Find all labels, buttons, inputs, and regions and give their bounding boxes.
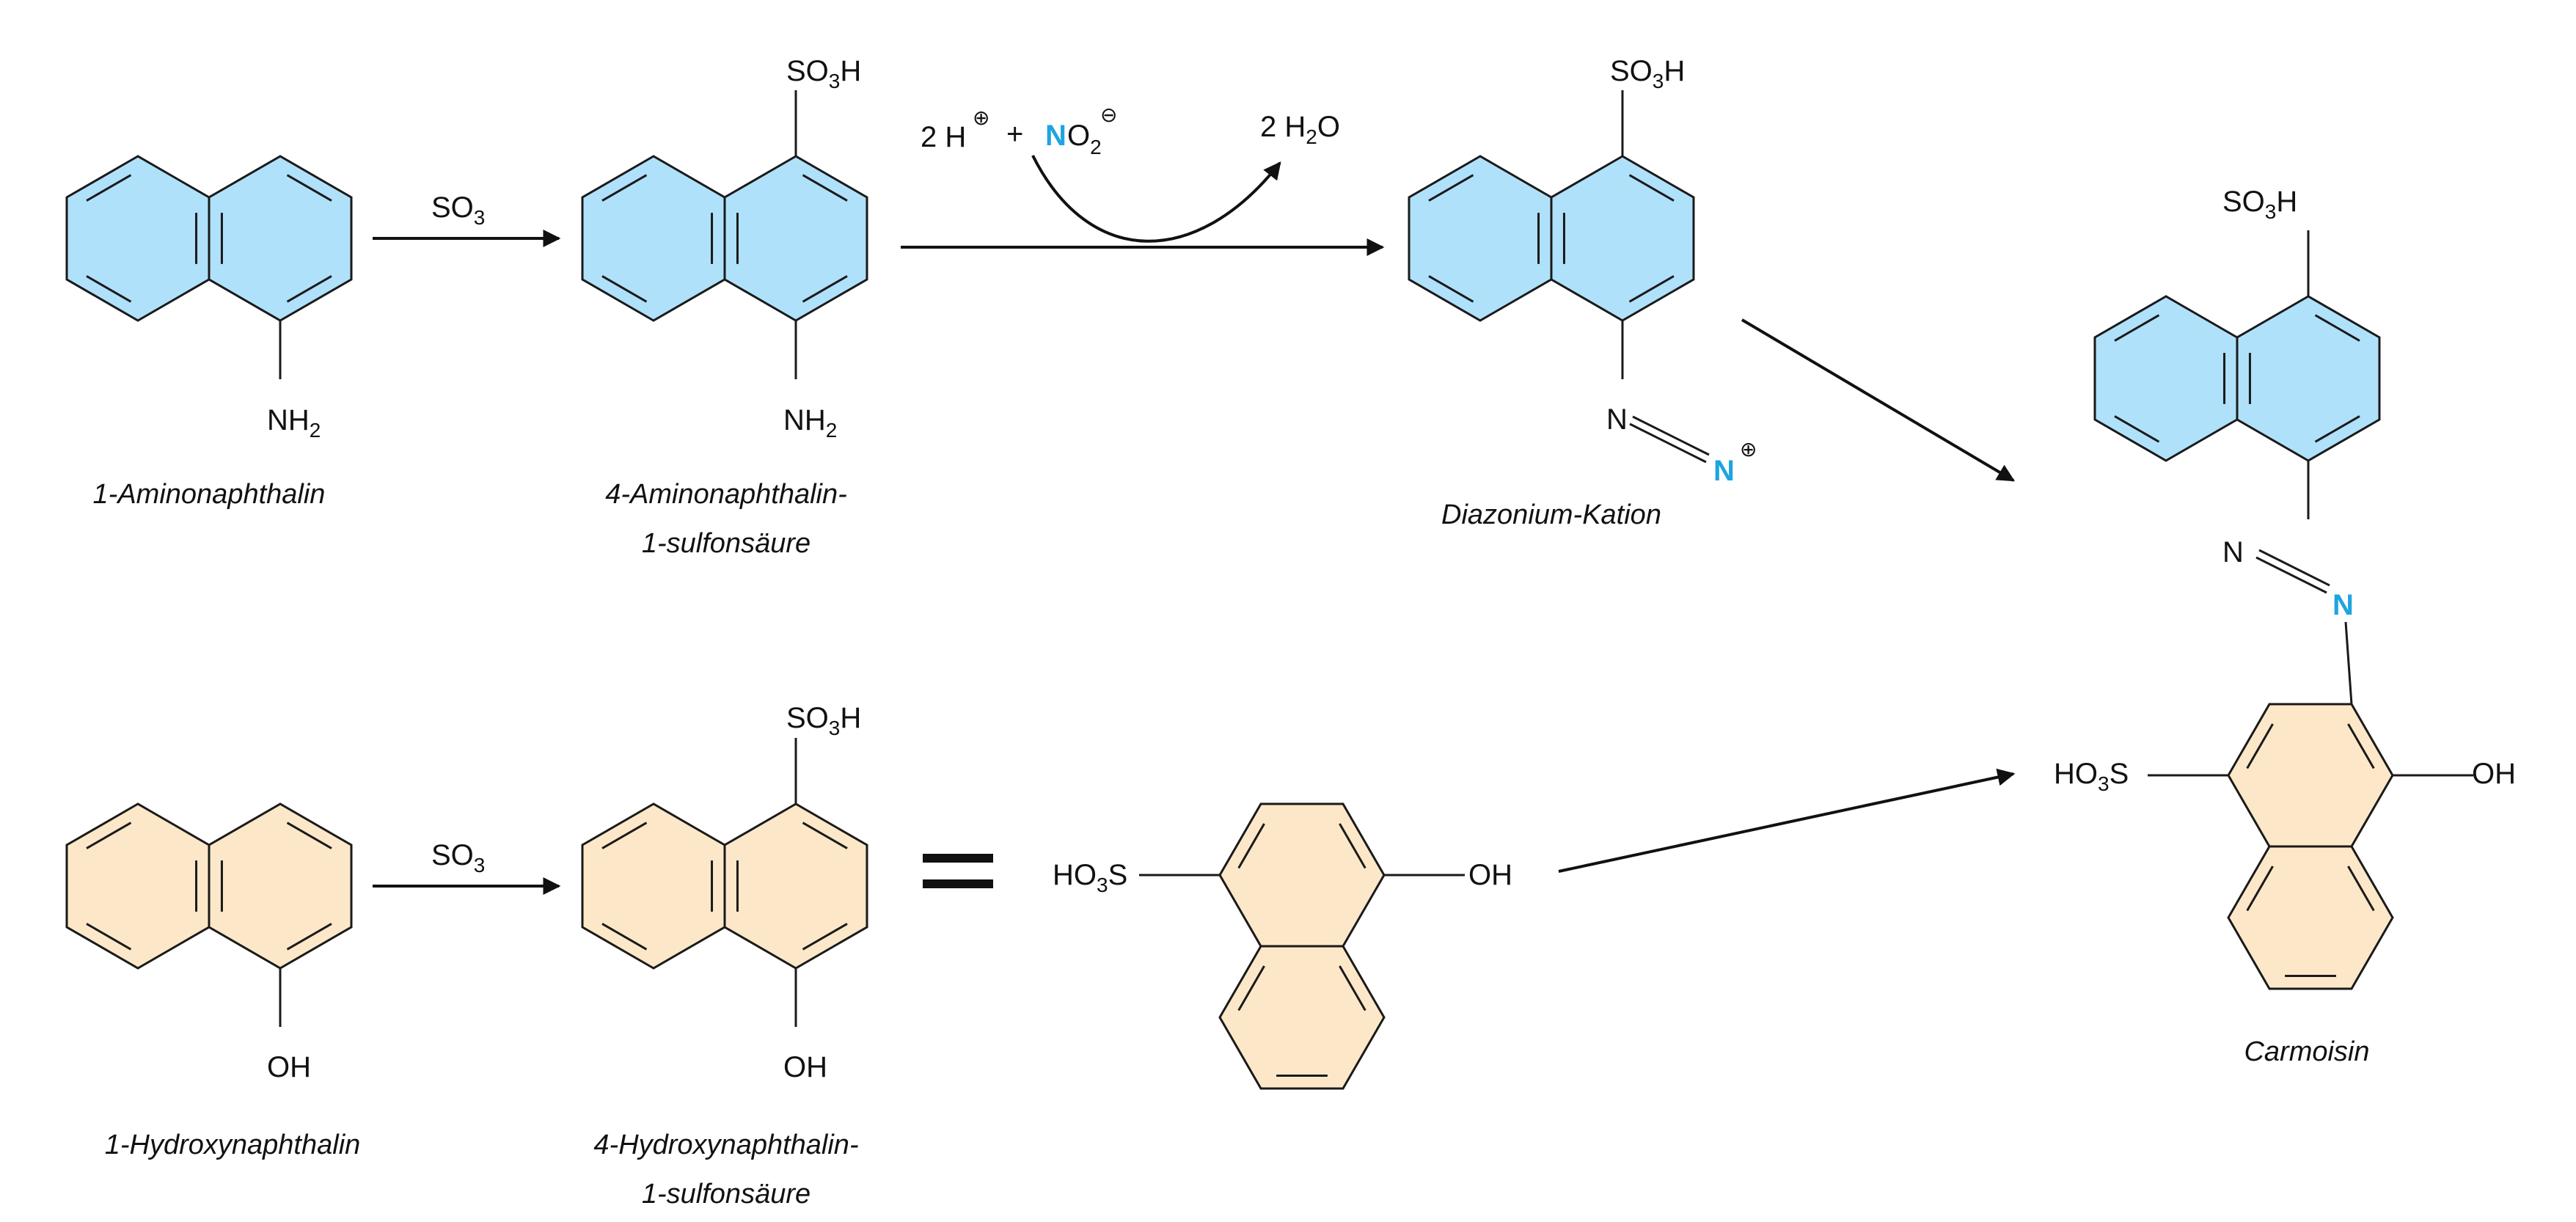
- so3h-label-diazonium: SO3H: [1610, 55, 1685, 92]
- name-aminosulfon-1: 4-Aminonaphthalin-: [605, 479, 847, 510]
- svg-text:O2: O2: [1067, 120, 1102, 158]
- reagent-so3-bottom: SO3: [431, 839, 485, 877]
- so3h-label-hydroxysulfon: SO3H: [786, 702, 861, 739]
- name-aminonaphthalin: 1-Aminonaphthalin: [93, 479, 326, 510]
- reagent-nitrite-label: 2 H ⊕ + N O2 ⊖: [921, 103, 1117, 158]
- molecule-hydroxysulfon-rotated: [1139, 802, 1465, 1090]
- molecule-aminosulfon: [581, 90, 868, 379]
- coupling-arrow: [1558, 768, 2016, 873]
- reagent-curved-arrow: [1031, 155, 1281, 243]
- molecule-carmoisin-orange: [2148, 621, 2473, 990]
- svg-text:+: +: [1006, 118, 1023, 150]
- diazonium-n1: N: [1606, 403, 1628, 436]
- oh-label-rotated: OH: [1468, 859, 1512, 891]
- ho3s-label-rotated: HO3S: [1053, 859, 1127, 896]
- name-carmoisin: Carmoisin: [2244, 1036, 2369, 1067]
- so3h-label-aminosulfon: SO3H: [786, 55, 861, 92]
- so3h-label-carmoisin: SO3H: [2222, 186, 2297, 223]
- oh-label-hydroxysulfon: OH: [783, 1051, 827, 1083]
- molecule-aminonaphthalin: [65, 155, 353, 379]
- reagent-so3-top: SO3: [431, 191, 485, 229]
- diazonium-charge: ⊕: [1740, 438, 1757, 461]
- ho3s-label-carmoisin: HO3S: [2054, 758, 2129, 795]
- molecule-hydroxynaphthalin: [65, 802, 353, 1027]
- name-diazonium: Diazonium-Kation: [1441, 500, 1661, 530]
- molecule-carmoisin-blue: [2093, 230, 2381, 594]
- svg-text:N: N: [1045, 120, 1066, 152]
- nh2-label-aminosulfon: NH2: [783, 404, 837, 442]
- name-hydroxynaphthalin: 1-Hydroxynaphthalin: [105, 1130, 361, 1160]
- name-aminosulfon-2: 1-sulfonsäure: [642, 528, 811, 559]
- molecule-diazonium: [1408, 90, 1710, 464]
- molecule-hydroxysulfon: [581, 738, 868, 1027]
- diazonium-n2: N: [1713, 455, 1735, 487]
- name-hydroxysulfon-2: 1-sulfonsäure: [642, 1179, 811, 1210]
- svg-text:⊖: ⊖: [1100, 103, 1117, 126]
- nh2-label-1: NH2: [267, 404, 321, 442]
- equals-sign: [923, 854, 993, 888]
- byproduct-water-label: 2 H2O: [1260, 111, 1340, 148]
- svg-text:2 H: 2 H: [921, 121, 966, 153]
- name-hydroxysulfon-1: 4-Hydroxynaphthalin-: [593, 1130, 858, 1160]
- azo-n1: N: [2222, 536, 2244, 568]
- oh-label-carmoisin: OH: [2472, 758, 2516, 790]
- diazonium-to-carmoisin-arrow: [1741, 318, 2016, 482]
- oh-label-1: OH: [267, 1051, 311, 1083]
- svg-text:⊕: ⊕: [973, 106, 989, 129]
- azo-n2: N: [2332, 589, 2354, 621]
